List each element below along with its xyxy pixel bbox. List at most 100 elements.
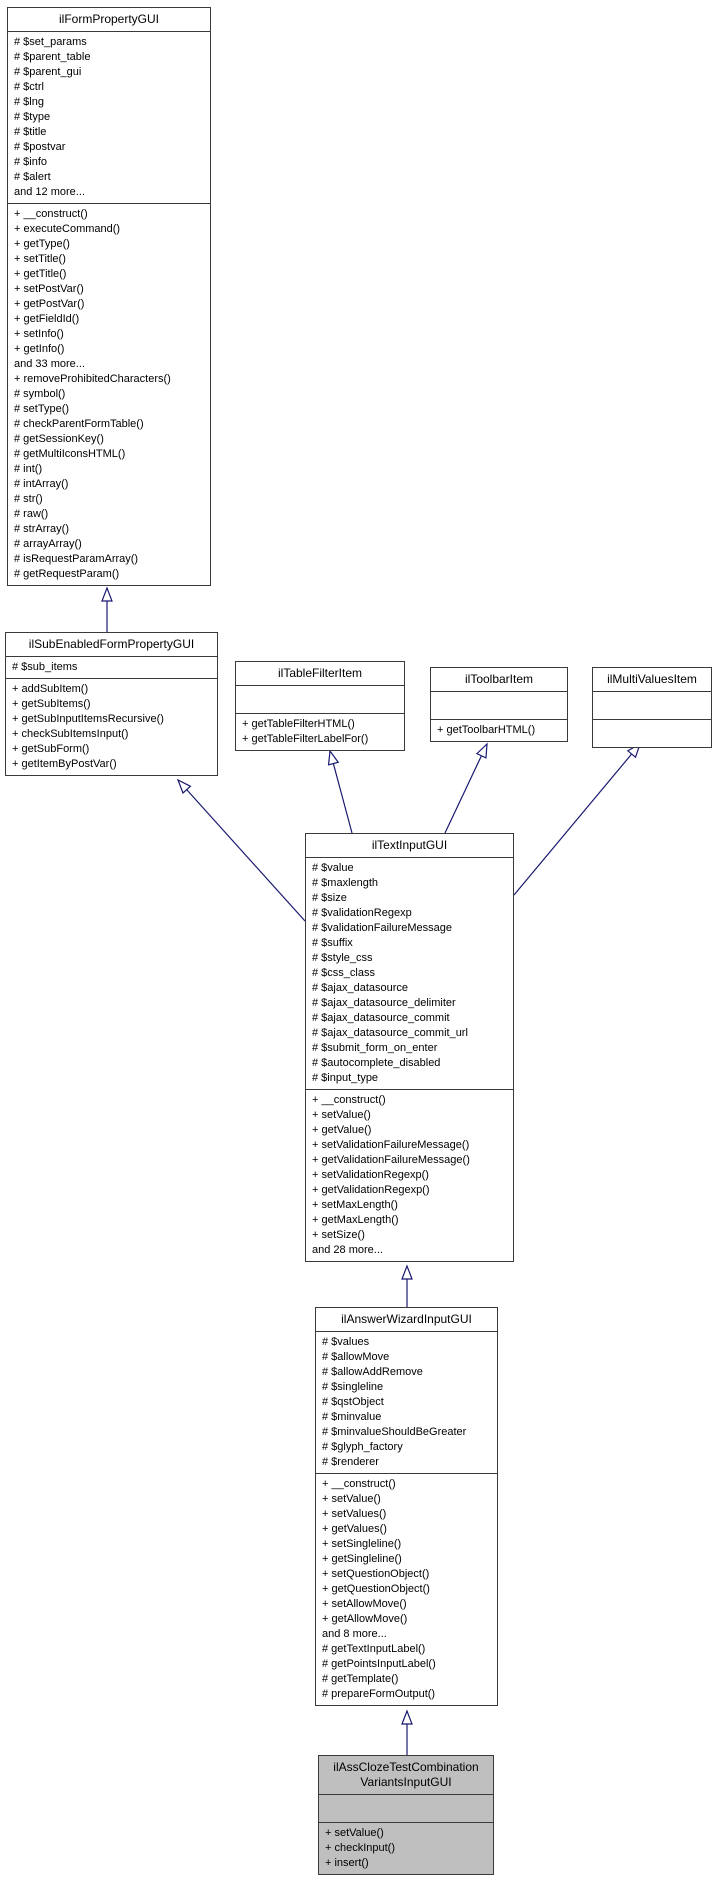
member-row: + executeCommand() <box>14 223 121 235</box>
class-attributes <box>431 692 567 720</box>
member-row: # strArray() <box>14 523 69 535</box>
member-row: # $ctrl <box>14 81 44 93</box>
member-row: # $info <box>14 156 48 168</box>
class-title: ilAssClozeTestCombination VariantsInputG… <box>319 1756 493 1795</box>
member-row: # intArray() <box>14 478 69 490</box>
member-row: # $lng <box>14 96 44 108</box>
member-row: + setValues() <box>322 1508 387 1520</box>
class-attributes <box>593 692 711 720</box>
member-row: + getSubItems() <box>12 698 91 710</box>
class-attributes: # $value# $maxlength# $size# $validation… <box>306 858 513 1090</box>
class-title: ilSubEnabledFormPropertyGUI <box>6 633 217 657</box>
member-row: + setValue() <box>325 1827 384 1839</box>
member-row: # $ajax_datasource_commit_url <box>312 1027 468 1039</box>
member-row: # $suffix <box>312 937 353 949</box>
member-row: # $ajax_datasource <box>312 982 409 994</box>
member-row: + getSubInputItemsRecursive() <box>12 713 164 725</box>
member-row: # $ajax_datasource_delimiter <box>312 997 456 1009</box>
class-box-ilMultiValuesItem[interactable]: ilMultiValuesItem <box>592 667 712 748</box>
member-row: # $postvar <box>14 141 66 153</box>
member-row: + getAllowMove() <box>322 1613 408 1625</box>
class-box-ilTableFilterItem[interactable]: ilTableFilterItem + getTableFilterHTML()… <box>235 661 405 751</box>
member-row: # $submit_form_on_enter <box>312 1042 438 1054</box>
class-methods: + __construct()+ executeCommand()+ getTy… <box>8 204 210 585</box>
member-row: + setValidationRegexp() <box>312 1169 429 1181</box>
member-row: # $type <box>14 111 51 123</box>
class-title: ilTableFilterItem <box>236 662 404 686</box>
class-attributes: # $set_params# $parent_table# $parent_gu… <box>8 32 210 204</box>
member-row: + getToolbarHTML() <box>437 724 536 736</box>
class-box-ilToolbarItem[interactable]: ilToolbarItem + getToolbarHTML() <box>430 667 568 742</box>
member-row: # raw() <box>14 508 49 520</box>
member-row: + getTableFilterHTML() <box>242 718 355 730</box>
member-row: # getRequestParam() <box>14 568 120 580</box>
member-row: # $value <box>312 862 354 874</box>
class-title: ilFormPropertyGUI <box>8 8 210 32</box>
member-row: + getFieldId() <box>14 313 80 325</box>
member-row: + insert() <box>325 1857 369 1869</box>
member-row: # int() <box>14 463 43 475</box>
member-row: # isRequestParamArray() <box>14 553 139 565</box>
member-row: # setType() <box>14 403 70 415</box>
member-row: + getQuestionObject() <box>322 1583 430 1595</box>
class-box-ilAssClozeTestCombinationVariantsInputGUI[interactable]: ilAssClozeTestCombination VariantsInputG… <box>318 1755 494 1875</box>
member-row: # str() <box>14 493 43 505</box>
class-methods <box>593 720 711 747</box>
member-row: + getValidationFailureMessage() <box>312 1154 470 1166</box>
member-row: + getValidationRegexp() <box>312 1184 430 1196</box>
member-row: + __construct() <box>312 1094 386 1106</box>
member-row: + setSingleline() <box>322 1538 402 1550</box>
edge-ilTextInputGUI-to-ilToolbarItem <box>444 742 488 834</box>
member-row: + getItemByPostVar() <box>12 758 117 770</box>
member-row: # $renderer <box>322 1456 379 1468</box>
member-row: + getInfo() <box>14 343 65 355</box>
member-row: + getPostVar() <box>14 298 85 310</box>
class-title: ilTextInputGUI <box>306 834 513 858</box>
member-row: + setMaxLength() <box>312 1199 398 1211</box>
member-row: # getTextInputLabel() <box>322 1643 426 1655</box>
member-row: # $size <box>312 892 347 904</box>
member-row: # $input_type <box>312 1072 379 1084</box>
member-row: # $minvalueShouldBeGreater <box>322 1426 467 1438</box>
member-row: + setValidationFailureMessage() <box>312 1139 470 1151</box>
member-row: + getValue() <box>312 1124 372 1136</box>
member-row: + setTitle() <box>14 253 66 265</box>
member-row: and 28 more... <box>312 1244 383 1256</box>
member-row: + checkInput() <box>325 1842 396 1854</box>
member-row: + setValue() <box>312 1109 371 1121</box>
class-box-ilAnswerWizardInputGUI[interactable]: ilAnswerWizardInputGUI # $values# $allow… <box>315 1307 498 1706</box>
class-methods: + addSubItem()+ getSubItems()+ getSubInp… <box>6 679 217 775</box>
member-row: # $values <box>322 1336 370 1348</box>
member-row: # prepareFormOutput() <box>322 1688 436 1700</box>
class-methods: + getTableFilterHTML() + getTableFilterLa… <box>236 714 404 750</box>
member-row: # getMultiIconsHTML() <box>14 448 126 460</box>
member-row: # $title <box>14 126 47 138</box>
member-row: + getTableFilterLabelFor() <box>242 733 369 745</box>
member-row: # $qstObject <box>322 1396 384 1408</box>
member-row: + getValues() <box>322 1523 387 1535</box>
member-row: and 33 more... <box>14 358 85 370</box>
class-methods: + __construct()+ setValue()+ setValues()… <box>316 1474 497 1705</box>
member-row: # $sub_items <box>12 661 78 673</box>
class-attributes <box>236 686 404 714</box>
member-row: # $parent_gui <box>14 66 82 78</box>
member-row: + setAllowMove() <box>322 1598 407 1610</box>
member-row: # getPointsInputLabel() <box>322 1658 436 1670</box>
class-title: ilMultiValuesItem <box>593 668 711 692</box>
member-row: # $autocomplete_disabled <box>312 1057 441 1069</box>
member-row: + checkSubItemsInput() <box>12 728 129 740</box>
class-methods: + getToolbarHTML() <box>431 720 567 741</box>
class-title: ilAnswerWizardInputGUI <box>316 1308 497 1332</box>
class-box-ilTextInputGUI[interactable]: ilTextInputGUI # $value # $maxlength # $si… <box>305 833 514 1262</box>
member-row: + __construct() <box>14 208 88 220</box>
member-row: and 8 more... <box>322 1628 387 1640</box>
member-row: # $maxlength <box>312 877 379 889</box>
member-row: + getSingleline() <box>322 1553 402 1565</box>
member-row: # $css_class <box>312 967 375 979</box>
class-title: ilToolbarItem <box>431 668 567 692</box>
class-box-ilSubEnabledFormPropertyGUI[interactable]: ilSubEnabledFormPropertyGUI # $sub_items… <box>5 632 218 776</box>
member-row: + __construct() <box>322 1478 396 1490</box>
class-attributes <box>319 1795 493 1823</box>
class-box-ilFormPropertyGUI[interactable]: ilFormPropertyGUI # $set_params# $parent… <box>7 7 211 586</box>
